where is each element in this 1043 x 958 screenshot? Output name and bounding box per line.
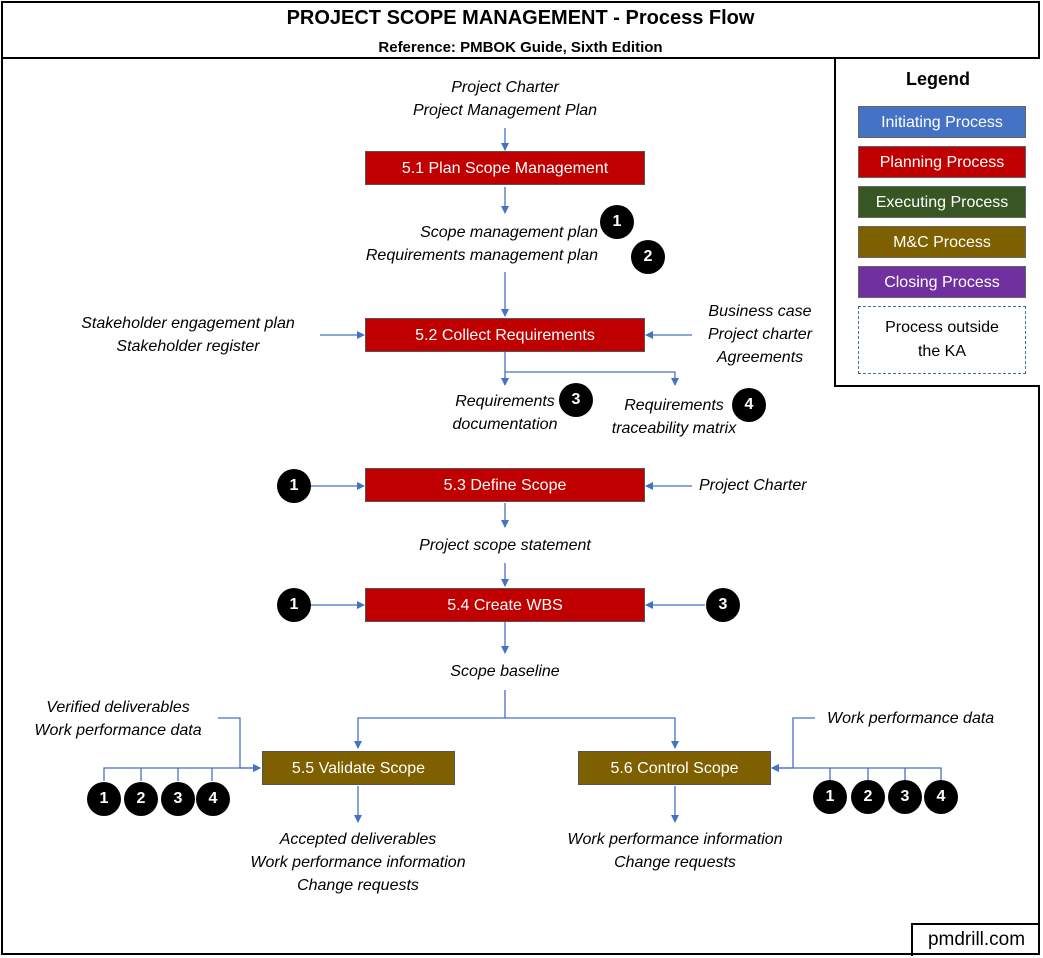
legend-planning-process: Planning Process	[858, 146, 1026, 178]
diagram-title: PROJECT SCOPE MANAGEMENT - Process Flow	[286, 7, 755, 29]
badge-3: 3	[706, 588, 740, 622]
process-5-6-control-scope[interactable]: 5.6 Control Scope	[578, 751, 771, 785]
title-bar: PROJECT SCOPE MANAGEMENT - Process Flow …	[1, 1, 1040, 59]
process-5-5-validate-scope[interactable]: 5.5 Validate Scope	[262, 751, 455, 785]
input-label: Work performance data	[34, 722, 202, 739]
output-requirements-documentation: Requirements documentation	[453, 390, 558, 436]
badge-1: 1	[87, 782, 121, 816]
badge-4: 4	[196, 782, 230, 816]
output-scope-baseline: Scope baseline	[450, 663, 560, 680]
process-5-1-plan-scope-management[interactable]: 5.1 Plan Scope Management	[365, 151, 645, 185]
outputs-plan-scope-management: Scope management plan Requirements manag…	[366, 221, 598, 267]
badge-4: 4	[924, 780, 958, 814]
footer-site-link[interactable]: pmdrill.com	[911, 923, 1040, 956]
legend-mc-process: M&C Process	[858, 226, 1026, 258]
output-label: Scope management plan	[420, 224, 598, 241]
legend-initiating-process: Initiating Process	[858, 106, 1026, 138]
input-label: Verified deliverables	[46, 699, 190, 716]
inputs-right-collect-requirements: Business case Project charter Agreements	[708, 300, 812, 369]
outputs-control-scope: Work performance information Change requ…	[567, 828, 782, 874]
badge-2: 2	[124, 782, 158, 816]
input-label: Business case	[708, 303, 812, 320]
badge-3: 3	[559, 383, 593, 417]
legend-outside-line2: the KA	[917, 343, 967, 360]
output-label: Accepted deliverables	[279, 831, 437, 848]
diagram-subtitle: Reference: PMBOK Guide, Sixth Edition	[378, 39, 663, 56]
output-label: documentation	[452, 416, 558, 433]
output-project-scope-statement: Project scope statement	[419, 537, 591, 554]
badge-4: 4	[732, 388, 766, 422]
input-label: Stakeholder engagement plan	[81, 315, 295, 332]
output-label: Work performance information	[567, 831, 783, 848]
input-label: Agreements	[716, 349, 804, 366]
badge-2: 2	[851, 780, 885, 814]
badge-1: 1	[277, 588, 311, 622]
output-label: Requirements	[624, 397, 724, 414]
badge-1: 1	[600, 205, 634, 239]
badge-3: 3	[888, 780, 922, 814]
badge-1: 1	[813, 780, 847, 814]
badge-3: 3	[161, 782, 195, 816]
badge-1: 1	[277, 469, 311, 503]
input-label: Project charter	[707, 326, 813, 343]
input-label: Project Management Plan	[412, 102, 598, 119]
inputs-plan-scope-management: Project Charter Project Management Plan	[413, 76, 597, 122]
inputs-left-collect-requirements: Stakeholder engagement plan Stakeholder …	[81, 312, 295, 358]
input-work-performance-data: Work performance data	[827, 710, 995, 727]
process-5-2-collect-requirements[interactable]: 5.2 Collect Requirements	[365, 318, 645, 352]
process-5-3-define-scope[interactable]: 5.3 Define Scope	[365, 468, 645, 502]
process-5-4-create-wbs[interactable]: 5.4 Create WBS	[365, 588, 645, 622]
output-label: Change requests	[297, 877, 419, 894]
inputs-validate-scope: Verified deliverables Work performance d…	[34, 696, 201, 742]
output-label: Requirements	[455, 393, 555, 410]
legend-closing-process: Closing Process	[858, 266, 1026, 298]
output-label: Work performance information	[250, 854, 466, 871]
input-label: Stakeholder register	[116, 338, 260, 355]
output-requirements-traceability-matrix: Requirements traceability matrix	[612, 394, 736, 440]
legend-executing-process: Executing Process	[858, 186, 1026, 218]
input-label: Project Charter	[451, 79, 559, 96]
legend-outside-line1: Process outside	[885, 319, 999, 336]
input-project-charter: Project Charter	[699, 477, 807, 494]
legend: Legend Initiating Process Planning Proce…	[834, 59, 1040, 387]
badge-2: 2	[631, 240, 665, 274]
output-label: Change requests	[614, 854, 736, 871]
output-label: Requirements management plan	[365, 247, 598, 264]
outputs-validate-scope: Accepted deliverables Work performance i…	[250, 828, 465, 897]
legend-outside-ka: Process outside the KA	[858, 306, 1026, 374]
legend-title: Legend	[905, 69, 970, 89]
output-label: traceability matrix	[611, 420, 737, 437]
